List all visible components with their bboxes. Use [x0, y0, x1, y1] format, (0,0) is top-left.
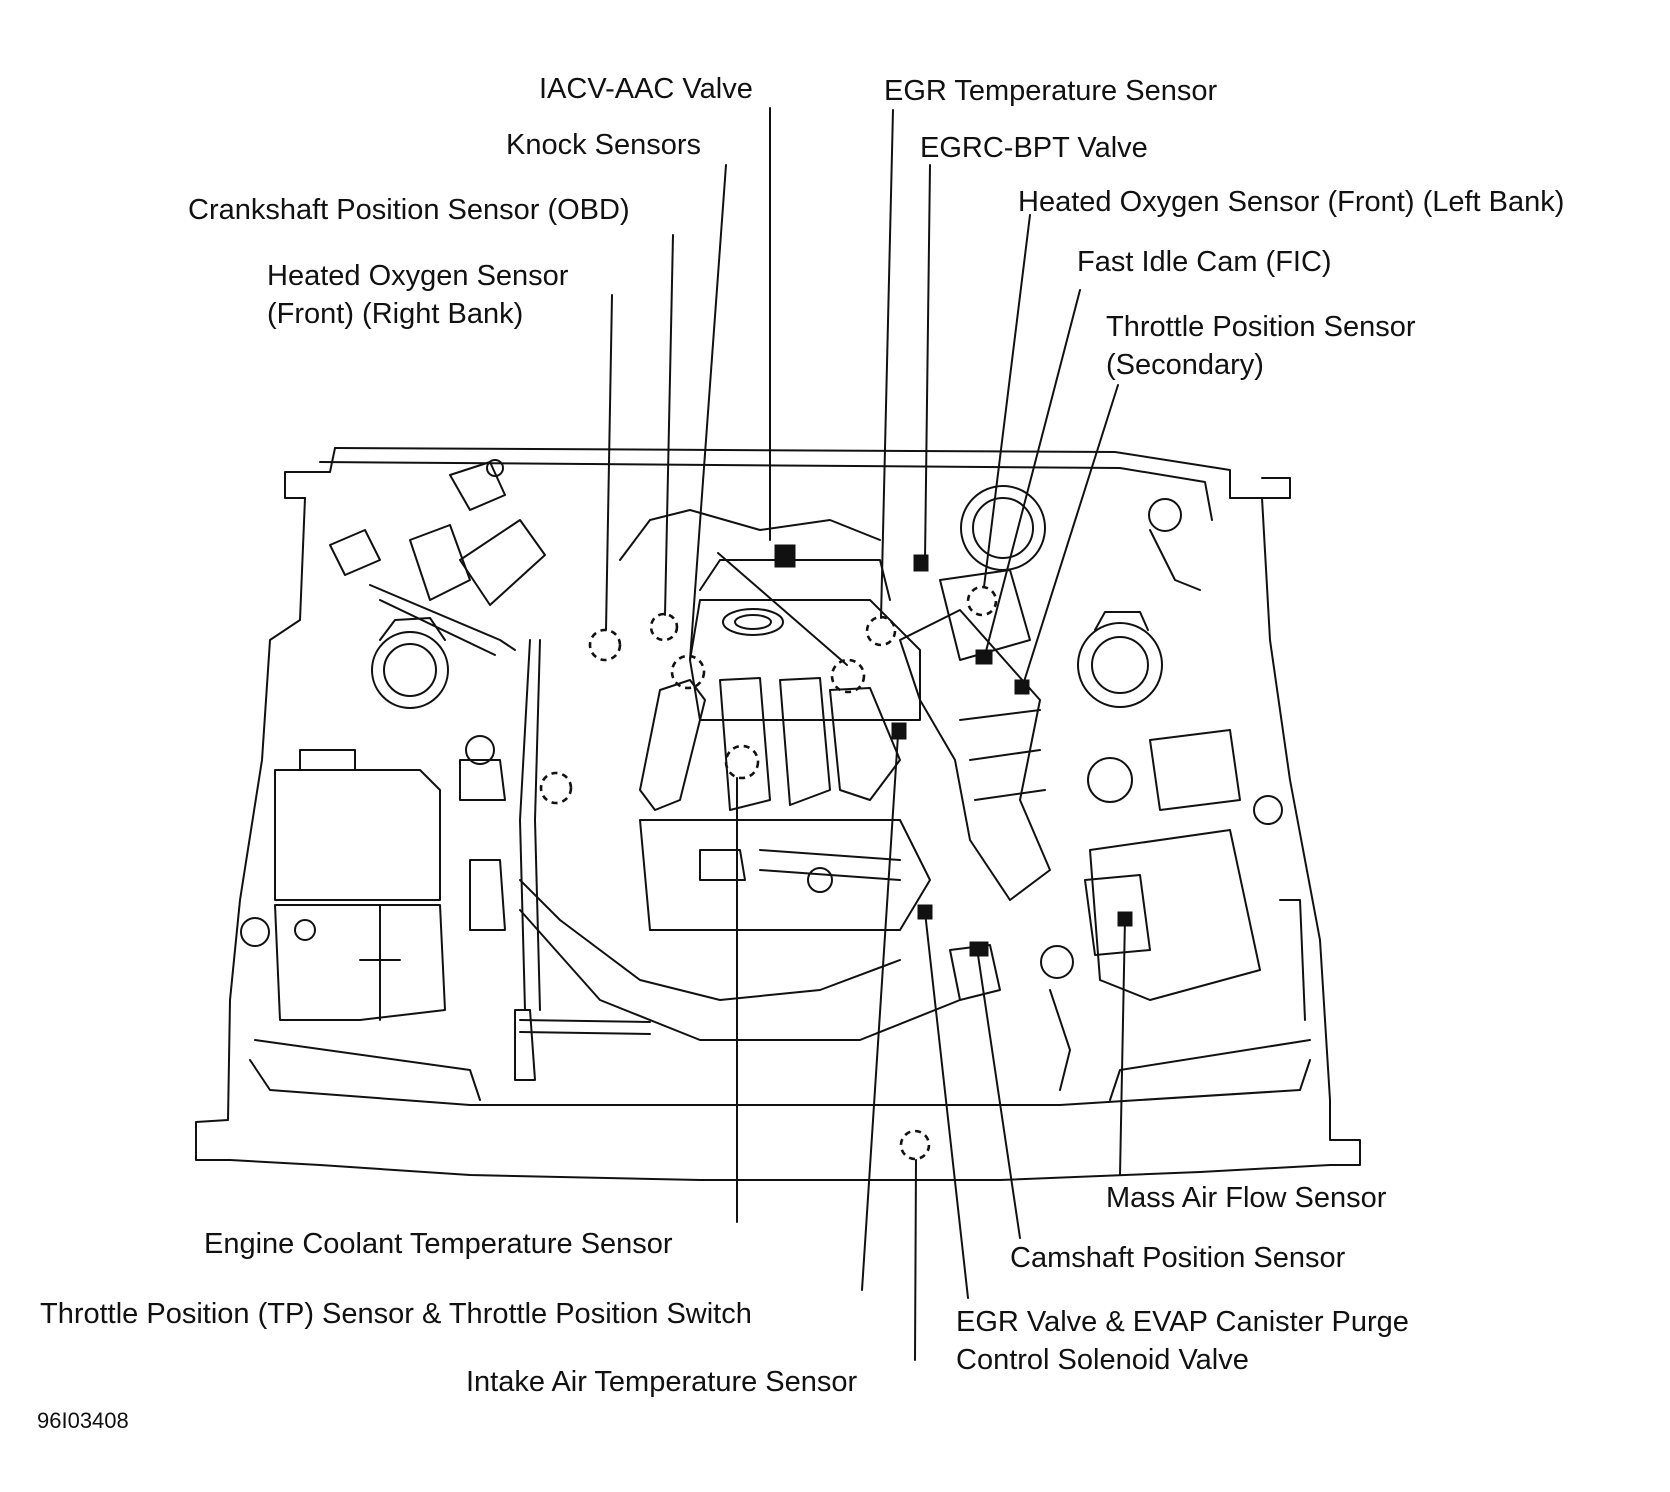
label-egr-evap-line1: EGR Valve & EVAP Canister Purge [956, 1306, 1409, 1338]
intake-air-temp-locator [899, 1129, 931, 1161]
label-tps-secondary-line1: Throttle Position Sensor [1106, 311, 1416, 343]
locator-circles [539, 585, 998, 1161]
coolant-temp-locator [724, 744, 760, 780]
label-heated-o2-right-line1: Heated Oxygen Sensor [267, 260, 569, 292]
leader-lines [605, 107, 1126, 1361]
knock-sensor-locator-1 [670, 654, 706, 690]
label-mass-air-flow-sensor: Mass Air Flow Sensor [1106, 1182, 1387, 1214]
label-heated-o2-left: Heated Oxygen Sensor (Front) (Left Bank) [1018, 186, 1565, 218]
compartment-outline [195, 447, 1361, 1181]
label-intake-air-temp-sensor: Intake Air Temperature Sensor [466, 1366, 858, 1398]
label-tps-secondary-line2: (Secondary) [1106, 349, 1264, 381]
left-components [240, 459, 651, 1081]
label-fast-idle-cam: Fast Idle Cam (FIC) [1077, 246, 1332, 278]
label-knock-sensors: Knock Sensors [506, 129, 702, 161]
label-iacv-aac-valve: IACV-AAC Valve [539, 73, 753, 105]
label-crankshaft-position-sensor: Crankshaft Position Sensor (OBD) [188, 194, 630, 226]
crankshaft-sensor-locator [649, 612, 679, 642]
label-camshaft-position-sensor: Camshaft Position Sensor [1010, 1242, 1346, 1274]
knock-sensor-locator-2 [830, 658, 866, 694]
label-tp-sensor-switch: Throttle Position (TP) Sensor & Throttle… [40, 1298, 752, 1330]
right-components [899, 485, 1306, 1091]
engine-block [519, 509, 961, 1041]
component-marks [774, 544, 1133, 957]
label-engine-coolant-temp-sensor: Engine Coolant Temperature Sensor [204, 1228, 673, 1260]
heated-o2-left-locator [966, 585, 998, 617]
figure-code: 96I03408 [37, 1408, 129, 1433]
label-egr-temperature-sensor: EGR Temperature Sensor [884, 75, 1218, 107]
label-egr-evap-line2: Control Solenoid Valve [956, 1344, 1249, 1376]
heated-o2-right-locator [588, 628, 622, 662]
knock-sensor-locator-3 [539, 771, 573, 805]
egr-temp-locator [865, 615, 897, 647]
label-egrc-bpt-valve: EGRC-BPT Valve [920, 132, 1148, 164]
label-heated-o2-right-line2: (Front) (Right Bank) [267, 298, 524, 330]
